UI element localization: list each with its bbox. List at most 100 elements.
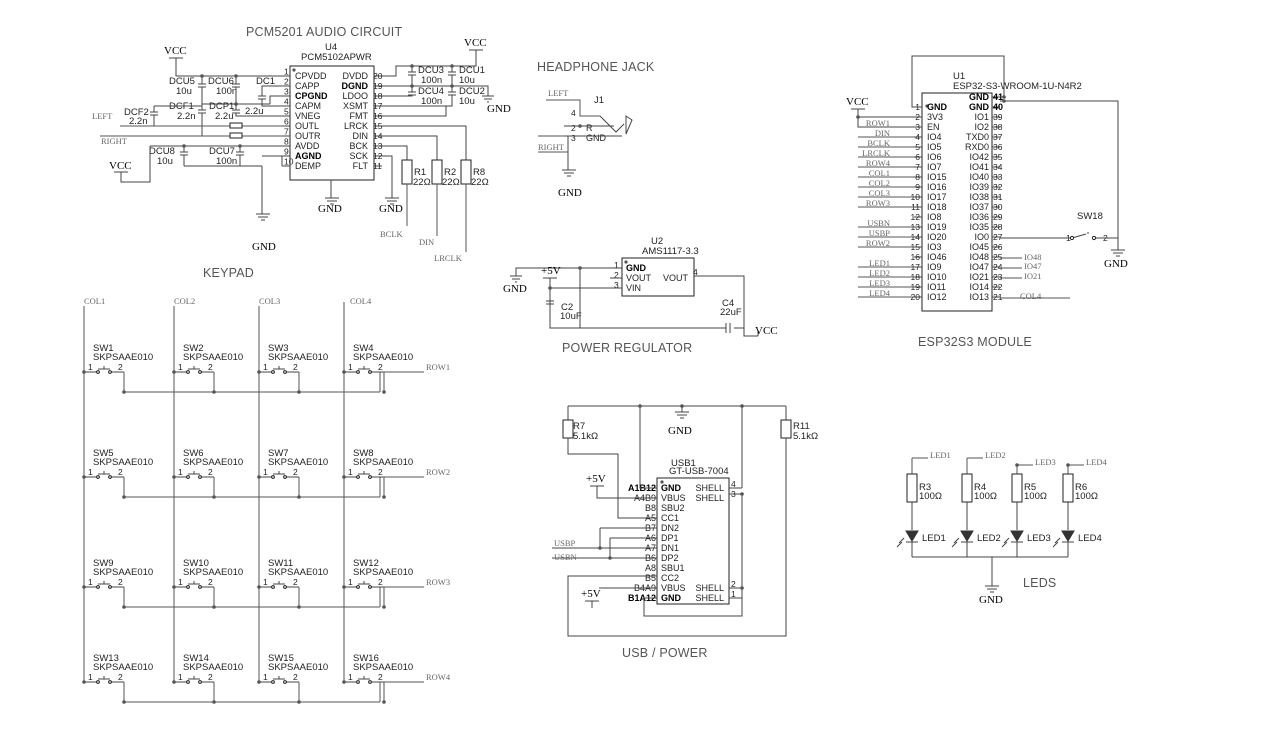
u1-pin-number: 16	[911, 252, 921, 262]
junction	[212, 700, 216, 704]
usb1-connector-body[interactable]	[656, 477, 730, 605]
net-usbp-usb: USBP	[554, 538, 576, 548]
u1-net-label: USBN	[867, 218, 890, 228]
u2-pin2-name: VOUT	[626, 273, 652, 283]
keypad-switch-contact	[283, 680, 287, 684]
u1-net-label: LED2	[869, 268, 890, 278]
u1-pin-name: IO45	[969, 242, 989, 252]
u4-chip-body[interactable]	[289, 65, 375, 181]
u1-pin-number: 14	[911, 232, 921, 242]
junction	[638, 404, 642, 408]
net-din-audio: DIN	[419, 237, 434, 247]
outl-resistor	[229, 122, 243, 129]
dcu8-ref: DCU8	[149, 146, 175, 157]
dcu4-cap	[382, 86, 416, 97]
u1-net-label: COL2	[869, 178, 890, 188]
led-emission-arrows	[1001, 537, 1010, 548]
dcu3-value: 100n	[421, 75, 442, 86]
u2-pin1-name: GND	[626, 263, 647, 273]
u1-module-body[interactable]	[921, 92, 993, 312]
net-right-headphone: RIGHT	[538, 142, 565, 152]
junction	[297, 390, 301, 394]
u2-regulator-body[interactable]	[621, 257, 695, 297]
dcf2-cap	[150, 106, 158, 126]
gnd-symbol-headphone	[562, 136, 576, 177]
junction	[382, 700, 386, 704]
u4-pin-number: 5	[284, 107, 289, 117]
u1-pin-name: IO0	[974, 232, 989, 242]
usb1-shell-pin-number: 4	[731, 479, 736, 489]
junction	[342, 475, 346, 479]
u4-pin-number: 19	[373, 81, 383, 91]
keypad-switch-ref: SW7	[268, 448, 289, 459]
usb1-shell-pin-number: 1	[731, 589, 736, 599]
dcf1-cap	[198, 104, 206, 136]
u1-pin-name: IO39	[969, 182, 989, 192]
title-usb-power: USB / POWER	[622, 646, 708, 660]
u1-net-label: ROW1	[866, 118, 890, 128]
keypad-switch-part: SKPSAAE010	[353, 567, 413, 578]
keypad-switch-ref: SW8	[353, 448, 374, 459]
junction	[1002, 99, 1006, 103]
junction	[257, 680, 261, 684]
u1-pin-number: 6	[915, 152, 920, 162]
net-right-audio: RIGHT	[101, 136, 128, 146]
keypad-switch-ref: SW14	[183, 653, 209, 664]
p5v-label-regulator: +5V	[541, 265, 561, 277]
dcp1-cap	[232, 104, 282, 117]
keypad-switch-contact	[198, 370, 202, 374]
keypad-switch-ref: SW13	[93, 653, 119, 664]
keypad-switch-part: SKPSAAE010	[183, 457, 243, 468]
sw18-switch[interactable]	[1000, 232, 1118, 239]
vcc-symbol-esp	[851, 108, 914, 128]
u1-net-label: COL1	[869, 168, 890, 178]
junction	[297, 700, 301, 704]
keypad-switch-ref: SW5	[93, 448, 114, 459]
usb1-ref: USB1	[671, 458, 696, 469]
u4-pin-name: LDOO	[342, 91, 368, 101]
u1-pin-number: 41	[993, 92, 1003, 102]
usb1-pin-number: B1A12	[628, 593, 656, 603]
led-resistor	[961, 473, 973, 503]
u1-pin-name: RXD0	[965, 142, 989, 152]
keypad-switch-symbol	[344, 471, 384, 478]
led-net-label: LED3	[1035, 457, 1056, 467]
u1-pin-name: IO10	[927, 272, 947, 282]
r8-ref: R8	[473, 167, 485, 178]
p5v-label-usb-bottom: +5V	[581, 588, 601, 600]
keypad-switch-pin2: 2	[378, 467, 383, 477]
u2-pin4-num: 4	[693, 267, 698, 277]
u1-net-label: BCLK	[867, 138, 891, 148]
c4-value: 22uF	[720, 307, 742, 318]
r2-resistor	[431, 159, 443, 185]
u1-net-label: LED3	[869, 278, 890, 288]
keypad-switch-symbol	[259, 471, 299, 478]
r11-resistor	[780, 419, 792, 439]
led-net-label: LED2	[985, 450, 1006, 460]
junction	[122, 495, 126, 499]
u1-pin-number: 7	[915, 162, 920, 172]
keypad-switch-part: SKPSAAE010	[183, 662, 243, 673]
u4-pin-number: 4	[284, 97, 289, 107]
u4-pin-number: 8	[284, 137, 289, 147]
u1-pin-name: IO2	[974, 122, 989, 132]
u4-pin-name: FMT	[350, 111, 369, 121]
